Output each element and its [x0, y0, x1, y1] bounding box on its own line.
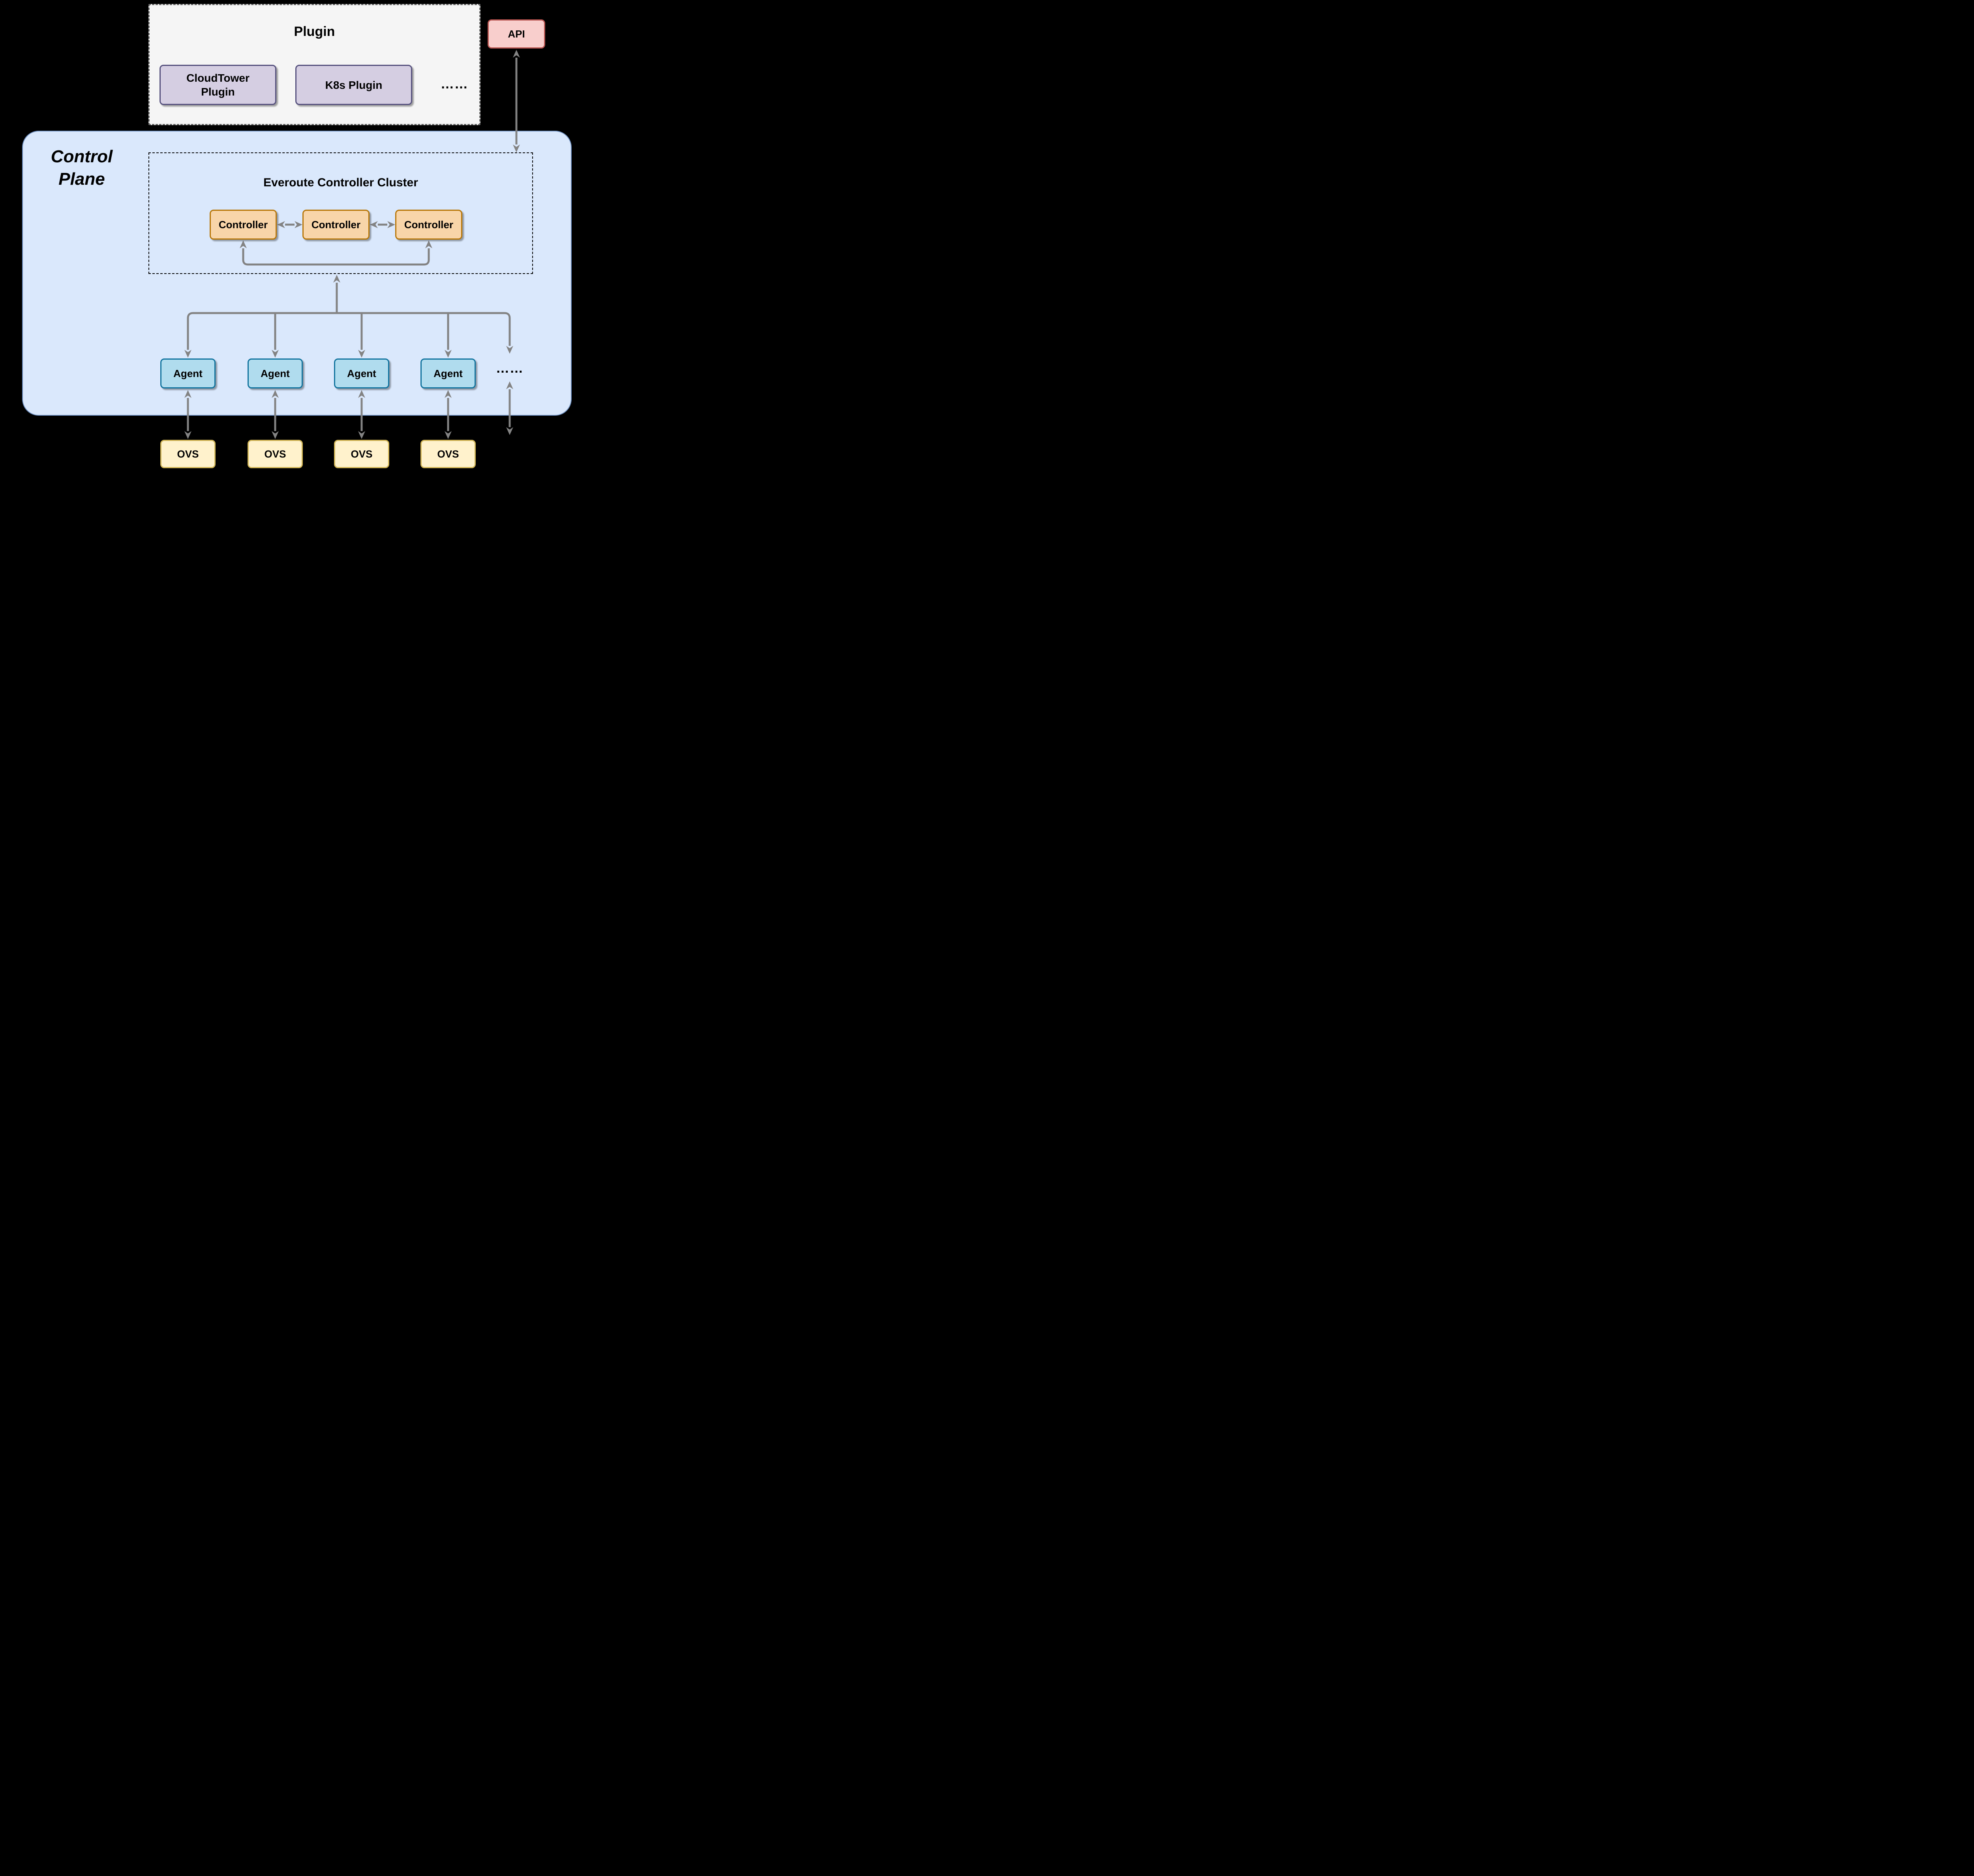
- ovs-label-2: OVS: [264, 448, 286, 460]
- agents-ellipsis: ……: [496, 361, 524, 376]
- control-plane-label: Control Plane: [51, 147, 113, 189]
- api-label: API: [508, 28, 525, 40]
- controller-label-1: Controller: [218, 218, 268, 231]
- agent-label-4: Agent: [433, 367, 463, 379]
- agent-label-2: Agent: [261, 367, 290, 379]
- ovs-label-4: OVS: [437, 448, 459, 460]
- ovs-node-1: OVS: [160, 440, 216, 468]
- k8s-plugin-node: K8s Plugin: [295, 65, 412, 105]
- cloudtower-plugin-node: CloudTower Plugin: [159, 65, 276, 105]
- agent-label-1: Agent: [173, 367, 203, 379]
- agent-node-2: Agent: [248, 358, 303, 388]
- controller-label-2: Controller: [311, 218, 361, 231]
- ovs-node-2: OVS: [248, 440, 303, 468]
- plugin-panel-title: Plugin: [294, 24, 335, 39]
- api-node: API: [488, 19, 545, 49]
- k8s-plugin-label: K8s Plugin: [325, 79, 383, 91]
- ovs-label-1: OVS: [177, 448, 199, 460]
- agent-label-3: Agent: [347, 367, 376, 379]
- ovs-node-4: OVS: [420, 440, 476, 468]
- diagram-canvas: Control Plane Everoute Controller Cluste…: [0, 0, 574, 469]
- plugin-ellipsis: ……: [441, 77, 468, 92]
- agent-node-4: Agent: [420, 358, 476, 388]
- agent-node-3: Agent: [334, 358, 389, 388]
- controller-node-2: Controller: [302, 210, 370, 240]
- controller-node-1: Controller: [210, 210, 277, 240]
- controller-label-3: Controller: [404, 218, 454, 231]
- agent-node-1: Agent: [160, 358, 216, 388]
- controller-node-3: Controller: [395, 210, 462, 240]
- ovs-label-3: OVS: [351, 448, 373, 460]
- controller-cluster-box: [148, 152, 533, 274]
- controller-cluster-title: Everoute Controller Cluster: [263, 176, 418, 189]
- ovs-node-3: OVS: [334, 440, 389, 468]
- cloudtower-plugin-label: CloudTower Plugin: [186, 72, 250, 98]
